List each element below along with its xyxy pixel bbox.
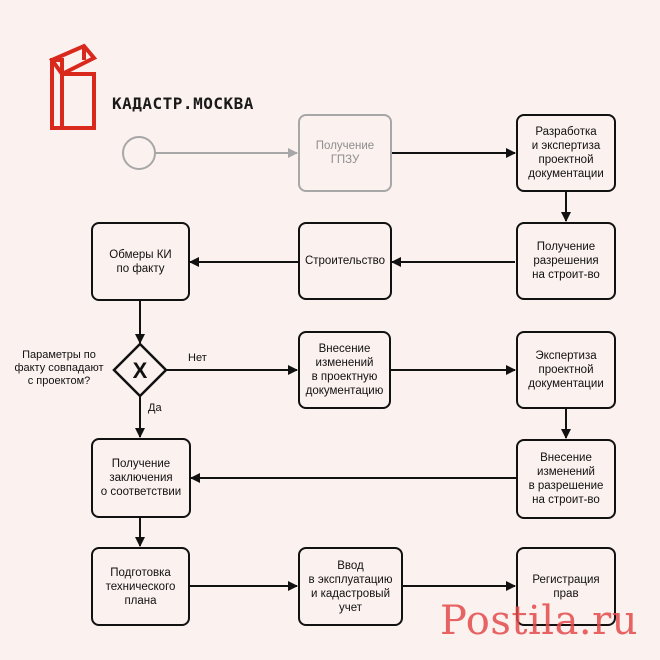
node-expertise: Экспертиза проектной документации [516,331,616,409]
node-conformity: Получение заключения о соответствии [91,438,191,518]
node-tech-plan: Подготовка технического плана [91,547,190,626]
brand-name: КАДАСТР.МОСКВА [112,94,254,113]
node-changes-permit: Внесение изменений в разрешение на строи… [516,439,616,519]
node-gpzu: Получение ГПЗУ [298,114,392,192]
node-design: Разработка и экспертиза проектной докуме… [516,114,616,192]
no-label: Нет [188,352,207,364]
node-permit: Получение разрешения на строит-во [516,222,616,300]
gateway-symbol: X [133,358,148,383]
start-event [122,136,156,170]
exclusive-gateway [112,342,168,398]
node-commission: Ввод в эксплуатацию и кадастровый учет [298,547,403,626]
postila-watermark: Postila.ru [440,598,639,644]
gateway-question: Параметры по факту совпадают с проектом? [14,349,104,387]
kadastr-logo-icon [48,43,98,130]
yes-label: Да [148,402,162,414]
node-construction: Строительство [298,222,392,300]
node-registration: Регистрация прав [516,547,616,626]
node-measure: Обмеры КИ по факту [91,222,190,301]
node-changes-doc: Внесение изменений в проектную документа… [298,331,391,409]
